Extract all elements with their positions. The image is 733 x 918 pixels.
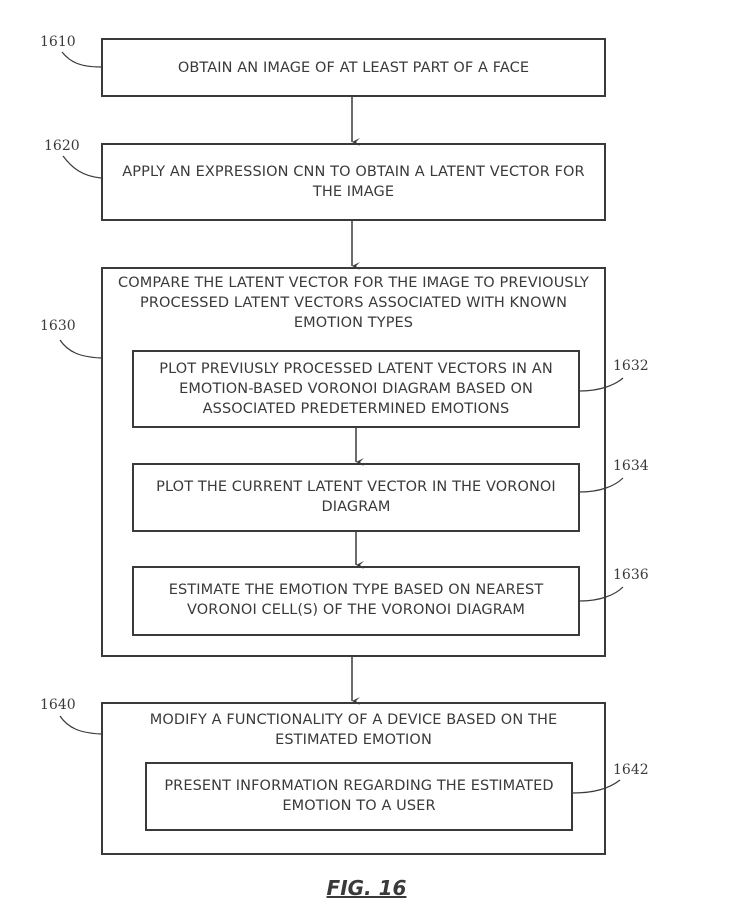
ref-label-1634: 1634 <box>613 458 649 474</box>
step-1630-text: COMPARE THE LATENT VECTOR FOR THE IMAGE … <box>118 275 589 331</box>
leader-line-1620 <box>62 155 102 179</box>
ref-label-1636: 1636 <box>613 567 649 583</box>
step-1634-text: PLOT THE CURRENT LATENT VECTOR IN THE VO… <box>156 479 556 515</box>
step-1610-box: OBTAIN AN IMAGE OF AT LEAST PART OF A FA… <box>101 38 606 97</box>
ref-label-1610: 1610 <box>40 34 76 50</box>
figure-label: FIG. 16 <box>326 876 407 900</box>
ref-label-1640: 1640 <box>40 697 76 713</box>
step-1610-text: OBTAIN AN IMAGE OF AT LEAST PART OF A FA… <box>177 60 530 76</box>
step-1632-box: PLOT PREVIUSLY PROCESSED LATENT VECTORS … <box>132 350 580 428</box>
ref-label-1642: 1642 <box>613 762 649 778</box>
leader-line-1610 <box>61 51 102 68</box>
step-1640-text: MODIFY A FUNCTIONALITY OF A DEVICE BASED… <box>149 712 558 748</box>
ref-label-1630: 1630 <box>40 318 76 334</box>
leader-line-1640 <box>59 715 102 735</box>
step-1620-box: APPLY AN EXPRESSION CNN TO OBTAIN A LATE… <box>101 143 606 221</box>
step-1634-box: PLOT THE CURRENT LATENT VECTOR IN THE VO… <box>132 463 580 532</box>
leader-line-1630 <box>59 339 102 359</box>
ref-label-1632: 1632 <box>613 358 649 374</box>
step-1636-text: ESTIMATE THE EMOTION TYPE BASED ON NEARE… <box>168 582 544 618</box>
step-1620-text: APPLY AN EXPRESSION CNN TO OBTAIN A LATE… <box>122 164 585 200</box>
step-1642-box: PRESENT INFORMATION REGARDING THE ESTIMA… <box>145 762 573 831</box>
step-1642-text: PRESENT INFORMATION REGARDING THE ESTIMA… <box>164 778 554 814</box>
ref-label-1620: 1620 <box>44 138 80 154</box>
step-1636-box: ESTIMATE THE EMOTION TYPE BASED ON NEARE… <box>132 566 580 636</box>
step-1632-text: PLOT PREVIUSLY PROCESSED LATENT VECTORS … <box>159 361 553 417</box>
